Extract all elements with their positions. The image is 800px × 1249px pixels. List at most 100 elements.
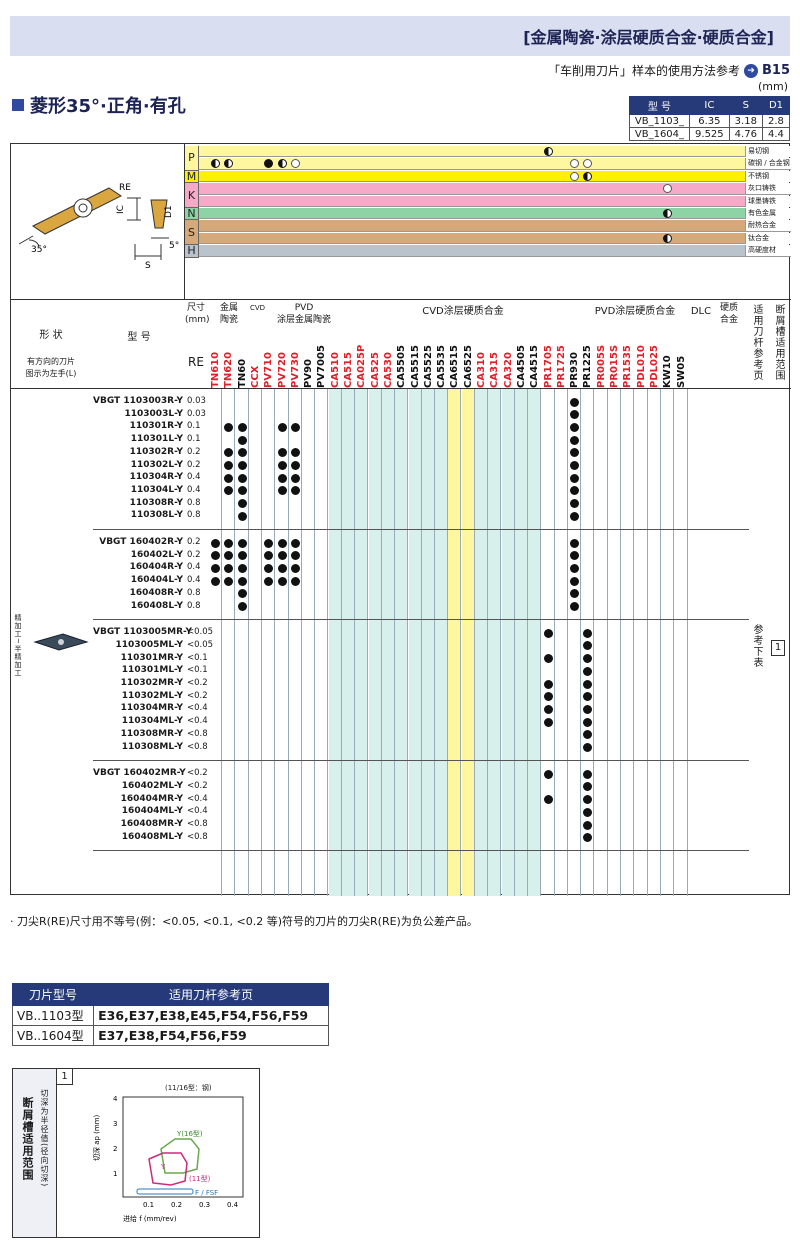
material-label: 高硬度材 bbox=[745, 245, 791, 257]
material-label: 球墨铸铁 bbox=[745, 195, 791, 207]
grade-name: PV730 bbox=[289, 352, 301, 388]
availability-dot bbox=[264, 551, 274, 561]
grade-name: TN60 bbox=[236, 358, 248, 388]
grade-name: CA6515 bbox=[449, 345, 461, 388]
material-suitability-mark bbox=[663, 233, 673, 243]
xtick: 0.1 bbox=[143, 1201, 154, 1209]
model-code: 110304ML-Y bbox=[121, 716, 183, 727]
label-angle-35: 35° bbox=[31, 245, 47, 255]
availability-dot bbox=[570, 410, 580, 420]
chipbreaker-reference[interactable]: 1 bbox=[771, 640, 785, 656]
grade-column bbox=[302, 389, 316, 896]
availability-dot bbox=[583, 795, 593, 805]
availability-dot bbox=[583, 679, 593, 689]
ref-row: VB..1604型 E37,E38,F54,F56,F59 bbox=[11, 1025, 329, 1046]
insert-shape-icon bbox=[33, 633, 89, 651]
material-suitability-mark bbox=[663, 209, 673, 218]
availability-dot bbox=[290, 563, 300, 573]
material-label: 耐热合金 bbox=[745, 220, 791, 232]
material-suitability-mark bbox=[583, 171, 593, 181]
grade-name: CA310 bbox=[476, 352, 488, 388]
chipbreaker-note: (11/16型：钢) bbox=[165, 1084, 212, 1092]
grade-column bbox=[262, 389, 276, 896]
grade-name: CA320 bbox=[502, 352, 514, 388]
header-title: [金属陶瓷·涂层硬质合金·硬质合金] bbox=[523, 28, 774, 47]
material-group-letter: K bbox=[185, 183, 199, 208]
corner-radius: 0.2 bbox=[187, 446, 201, 457]
ytick: 1 bbox=[113, 1170, 117, 1178]
availability-dot bbox=[224, 538, 234, 548]
availability-dot bbox=[570, 461, 580, 470]
ref-pages[interactable]: E37,E38,F54,F56,F59 bbox=[93, 1025, 329, 1046]
corner-radius: <0.8 bbox=[187, 819, 208, 829]
label-y: Y bbox=[160, 1163, 166, 1171]
material-suitability-mark bbox=[264, 159, 274, 169]
availability-dot bbox=[211, 538, 220, 548]
grade-name: CA525 bbox=[369, 352, 381, 388]
grade-column bbox=[675, 389, 688, 896]
availability-dot bbox=[264, 576, 274, 586]
model-code: 160408R-Y bbox=[129, 587, 183, 598]
availability-dot bbox=[290, 473, 300, 483]
corner-radius: <0.8 bbox=[187, 741, 208, 752]
xtick: 0.2 bbox=[171, 1201, 182, 1209]
re-header: RE bbox=[188, 355, 204, 369]
availability-dot bbox=[543, 769, 553, 779]
grade-name: SW05 bbox=[675, 355, 687, 388]
model-code: 160404ML-Y bbox=[121, 806, 183, 817]
grade-name: PDL010 bbox=[635, 345, 647, 388]
availability-dot bbox=[583, 833, 593, 843]
material-row: 钛合金 bbox=[185, 232, 791, 245]
grade-name: CA5525 bbox=[422, 345, 434, 388]
material-suitability-mark bbox=[211, 159, 220, 169]
corner-radius: 0.8 bbox=[187, 497, 201, 508]
xtick: 0.3 bbox=[199, 1201, 210, 1209]
availability-dot bbox=[237, 563, 247, 573]
material-row: 碳钢 / 合金钢 bbox=[185, 158, 791, 170]
grade-selection-table: RE IC D1 S 35° 5° 形 状 有方向的刀片 图示为左手(L) 型 … bbox=[10, 143, 791, 896]
ytick: 3 bbox=[113, 1120, 117, 1128]
holder-reference-text: 参考下表 bbox=[751, 624, 762, 668]
corner-radius: <0.4 bbox=[187, 793, 208, 804]
availability-dot bbox=[237, 461, 247, 470]
dims-header-ic: IC bbox=[689, 96, 730, 115]
dims-row: VB_1103_ 6.35 3.18 2.8 bbox=[628, 114, 791, 128]
availability-dot bbox=[224, 486, 234, 496]
material-group-letter: P bbox=[185, 146, 199, 171]
availability-dot bbox=[224, 551, 234, 561]
grade-name: PR005S bbox=[595, 344, 607, 388]
availability-dot bbox=[290, 576, 300, 586]
availability-dot bbox=[237, 602, 247, 611]
model-code: 110302L-Y bbox=[130, 459, 183, 470]
availability-dot bbox=[277, 486, 287, 496]
dims-cell: 2.8 bbox=[761, 114, 791, 128]
model-code: 160408MR-Y bbox=[120, 819, 183, 829]
availability-dot bbox=[224, 422, 234, 432]
material-suitability-mark bbox=[570, 171, 580, 181]
ref-header-holder: 适用刀杆参考页 bbox=[93, 983, 329, 1006]
chipbreaker-side-ylabel: 切深为半径值(径向切深) bbox=[40, 1089, 49, 1188]
grade-name: PR1705 bbox=[542, 345, 554, 388]
availability-dot bbox=[583, 743, 593, 752]
availability-dot bbox=[290, 551, 300, 561]
ref-pages[interactable]: E36,E37,E38,E45,F54,F56,F59 bbox=[93, 1005, 329, 1026]
model-code: 110301L-Y bbox=[130, 434, 183, 445]
side-label: 精加工~半精加工 bbox=[14, 614, 22, 677]
model-code: VBGT 1103003R-Y bbox=[93, 396, 184, 406]
model-code: 110308R-Y bbox=[129, 497, 183, 508]
reference-page[interactable]: B15 bbox=[762, 63, 790, 78]
availability-dot bbox=[570, 589, 580, 599]
availability-dot bbox=[224, 473, 234, 483]
availability-dot bbox=[277, 461, 287, 470]
insert-diagram: RE IC D1 S 35° 5° bbox=[11, 144, 185, 299]
table-header: 形 状 有方向的刀片 图示为左手(L) 型 号 尺寸 (mm) RE 金属 陶瓷… bbox=[11, 299, 791, 389]
y-axis-label: 切深 ap (mm) bbox=[92, 1114, 101, 1161]
grade-name: TN610 bbox=[210, 351, 222, 388]
availability-dot bbox=[570, 486, 580, 496]
availability-dot bbox=[543, 628, 553, 638]
ref-row: VB..1103型 E36,E37,E38,E45,F54,F56,F59 bbox=[11, 1005, 329, 1026]
square-bullet-icon bbox=[12, 99, 24, 111]
model-code: 160404L-Y bbox=[130, 575, 183, 586]
label-f: F / FSF bbox=[195, 1189, 218, 1197]
grade-column bbox=[648, 389, 661, 896]
